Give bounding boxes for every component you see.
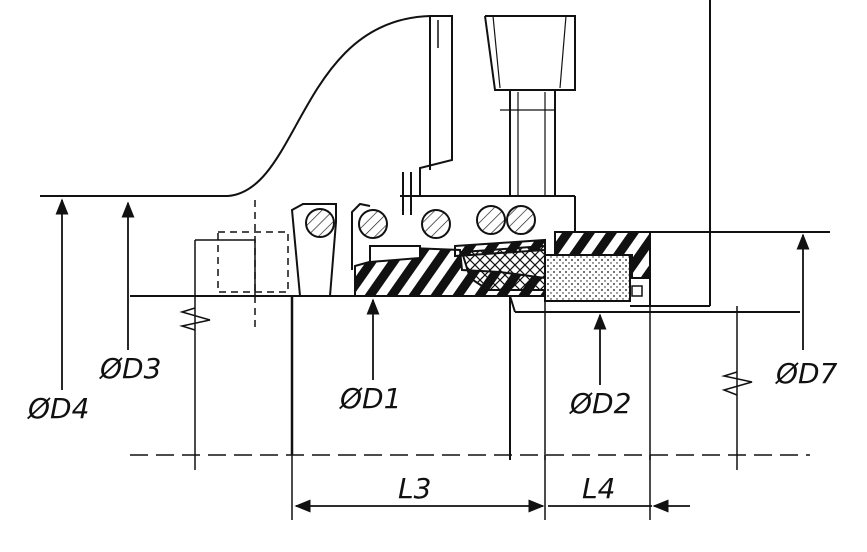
stationary-seat [544,231,830,307]
label-d7: ØD7 [775,357,838,390]
label-d4: ØD4 [27,392,89,425]
springs [290,202,536,297]
flush-port [484,15,576,196]
label-l4: L4 [582,472,615,505]
housing [40,0,711,306]
label-d1: ØD1 [339,382,401,415]
retaining-collar [195,200,289,330]
dimensions [55,198,810,520]
seal-face [460,244,546,291]
label-d3: ØD3 [99,352,161,385]
label-d2: ØD2 [569,387,631,420]
label-l3: L3 [398,472,431,505]
